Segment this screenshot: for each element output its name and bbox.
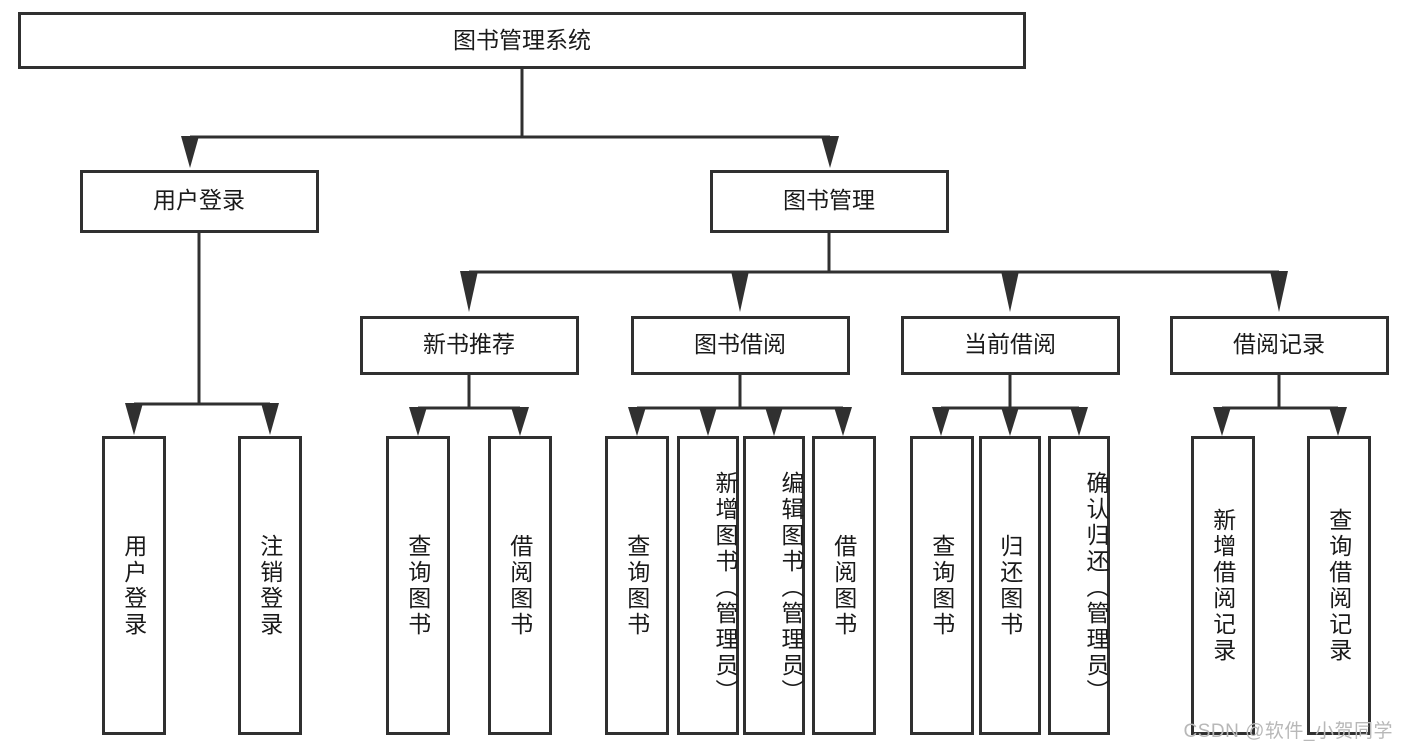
leaf-book-borrow-0-box[interactable]: [605, 436, 669, 735]
leaf-borrow-record-0-box[interactable]: [1191, 436, 1255, 735]
arrow-new-book-leaf-0-icon: [409, 407, 427, 436]
arrow-level2-0-icon: [460, 271, 478, 312]
node-book-borrow-label: 图书借阅: [694, 331, 786, 357]
arrow-borrow-record-leaf-0-icon: [1213, 407, 1231, 436]
leaf-current-borrow-1-box[interactable]: [979, 436, 1041, 735]
leaf-current-borrow-0-box[interactable]: [910, 436, 974, 735]
arrow-book-borrow-leaf-0-icon: [628, 407, 646, 436]
arrow-user-login-leaf-0-icon: [125, 403, 143, 435]
leaf-borrow-record-1-box[interactable]: [1307, 436, 1371, 735]
leaf-new-book-1-box[interactable]: [488, 436, 552, 735]
arrow-current-borrow-leaf-0-icon: [932, 407, 950, 436]
arrow-book-borrow-leaf-1-icon: [699, 407, 717, 436]
node-root-label: 图书管理系统: [453, 27, 591, 53]
arrow-level2-2-icon: [1001, 271, 1019, 312]
node-new-book-recommend-box[interactable]: [360, 316, 579, 375]
leaf-new-book-0-box[interactable]: [386, 436, 450, 735]
node-current-borrow-label: 当前借阅: [964, 331, 1056, 357]
csdn-watermark: CSDN @软件_小贺同学: [1183, 721, 1393, 742]
arrow-current-borrow-leaf-1-icon: [1001, 407, 1019, 436]
node-current-borrow-box[interactable]: [901, 316, 1120, 375]
arrow-book-borrow-leaf-3-icon: [834, 407, 852, 436]
arrow-level1-1-icon: [821, 136, 839, 168]
arrow-borrow-record-leaf-1-icon: [1329, 407, 1347, 436]
arrow-new-book-leaf-1-icon: [511, 407, 529, 436]
arrow-user-login-leaf-1-icon: [261, 403, 279, 435]
arrow-level2-3-icon: [1270, 271, 1288, 312]
leaf-current-borrow-2-box[interactable]: [1048, 436, 1110, 735]
node-root-box[interactable]: [18, 12, 1026, 69]
leaf-book-borrow-2-box[interactable]: [743, 436, 805, 735]
node-book-manage-label: 图书管理: [783, 187, 875, 213]
arrow-current-borrow-leaf-2-icon: [1070, 407, 1088, 436]
leaf-book-borrow-1-box[interactable]: [677, 436, 739, 735]
node-borrow-record-label: 借阅记录: [1233, 331, 1325, 357]
leaf-user-login-1-box[interactable]: [238, 436, 302, 735]
arrow-book-borrow-leaf-2-icon: [765, 407, 783, 436]
leaf-book-borrow-3-box[interactable]: [812, 436, 876, 735]
node-book-manage-box[interactable]: [710, 170, 949, 233]
node-borrow-record-box[interactable]: [1170, 316, 1389, 375]
leaf-user-login-0-box[interactable]: [102, 436, 166, 735]
node-new-book-recommend-label: 新书推荐: [423, 331, 515, 357]
arrow-level1-0-icon: [181, 136, 199, 168]
node-user-login-label: 用户登录: [153, 187, 245, 213]
arrow-level2-1-icon: [731, 271, 749, 312]
